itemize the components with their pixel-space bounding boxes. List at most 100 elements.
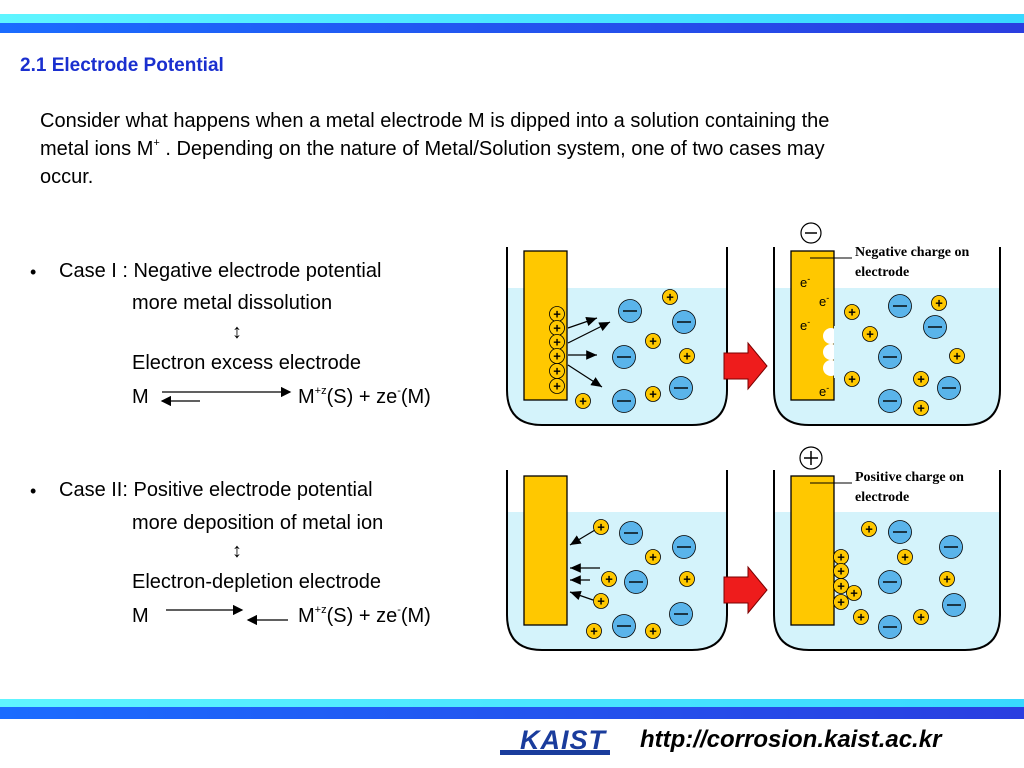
electron: e- [800,274,810,290]
intro-line-1: Consider what happens when a metal elect… [40,110,830,132]
intro-line-3: occur. [40,166,94,188]
svg-text:+: + [579,394,587,409]
footer-url[interactable]: http://corrosion.kaist.ac.kr [640,726,942,753]
anion [612,614,636,638]
deposition-arrows [569,529,600,601]
beaker-1 [506,247,728,426]
eq-text: (S) + ze [326,386,398,408]
eq-text: (M) [400,386,431,408]
metal-ion: + [913,609,929,625]
electrode-2 [790,250,835,401]
metal-ion: + [939,571,955,587]
svg-text:+: + [553,335,561,350]
svg-text:+: + [649,387,657,402]
process-arrow-2 [723,565,768,615]
top-band-blue [0,23,1024,33]
metal-ion: + [861,521,877,537]
anion [624,570,648,594]
negative-terminal-icon [800,222,822,244]
eq-sup: +z [314,604,327,617]
electrode-4 [790,475,835,626]
case2-eq-left: M [132,605,149,627]
metal-ion: + [586,623,602,639]
anion [888,520,912,544]
metal-ion: + [601,571,617,587]
case1-eq-left: M [132,386,149,408]
anion [618,299,642,323]
section-title: 2.1 Electrode Potential [20,55,224,76]
anion [672,310,696,334]
anion [878,389,902,413]
metal-ion: + [862,326,878,342]
metal-ion: + [897,549,913,565]
case1-bullet: • [30,262,37,282]
metal-ion: + [645,386,661,402]
anion [937,376,961,400]
eq-sup: - [397,385,401,398]
neg-label-line2: electrode [855,265,909,280]
ion-charge: + [153,137,160,150]
metal-ion: + [593,593,609,609]
positive-terminal-icon [799,446,823,470]
case1-heading: Case I : Negative electrode potential [59,260,382,282]
beaker-2 [773,247,1001,426]
svg-text:+: + [943,572,951,587]
electron: e- [819,293,829,309]
anion [612,345,636,369]
svg-text:+: + [848,372,856,387]
deposited-ion: + [833,578,849,594]
case1-electrode-type: Electron excess electrode [132,352,362,374]
svg-text:+: + [953,349,961,364]
case2-electrode-type: Electron-depletion electrode [132,571,382,593]
electron: e- [819,383,829,399]
anion [672,535,696,559]
case2-equilibrium-arrows [166,604,288,626]
anion [878,345,902,369]
svg-text:+: + [901,550,909,565]
case1-detail: more metal dissolution [132,292,333,314]
case2-eq-right: M+z(S) + ze-(M) [298,605,431,628]
intro-paragraph: Consider what happens when a metal elect… [40,107,970,191]
svg-text:+: + [850,586,858,601]
svg-text:+: + [837,579,845,594]
svg-text:+: + [597,594,605,609]
case2-heading: Case II: Positive electrode potential [59,479,373,501]
electrode-3 [523,475,568,626]
svg-text:+: + [865,522,873,537]
svg-text:+: + [649,334,657,349]
bottom-band-blue [0,707,1024,719]
svg-text:+: + [935,296,943,311]
metal-ion: + [679,571,695,587]
svg-text:+: + [848,305,856,320]
bottom-band-cyan [0,699,1024,707]
neg-label-line1: Negative charge on [855,245,970,260]
svg-text:+: + [917,372,925,387]
eq-text: (M) [400,605,431,627]
svg-text:+: + [605,572,613,587]
svg-text:+: + [683,349,691,364]
svg-text:+: + [837,550,845,565]
beaker-3 [506,470,728,651]
metal-ion: + [593,519,609,535]
anion [669,602,693,626]
case2-bullet: • [30,481,37,501]
svg-text:+: + [649,624,657,639]
svg-text:+: + [866,327,874,342]
electron: e- [800,317,810,333]
metal-ion: + [645,333,661,349]
svg-text:+: + [666,290,674,305]
svg-text:+: + [857,610,865,625]
svg-text:+: + [553,307,561,322]
eq-sup: - [397,604,401,617]
metal-ion: + [931,295,947,311]
svg-text:+: + [590,624,598,639]
beaker-4 [773,470,1001,651]
intro-text: . Depending on the nature of Metal/Solut… [159,138,825,160]
metal-ion: + [645,623,661,639]
metal-ion: + [913,400,929,416]
electrode-2-pits [823,326,840,378]
svg-text:+: + [553,321,561,336]
intro-text: metal ions M [40,138,154,160]
